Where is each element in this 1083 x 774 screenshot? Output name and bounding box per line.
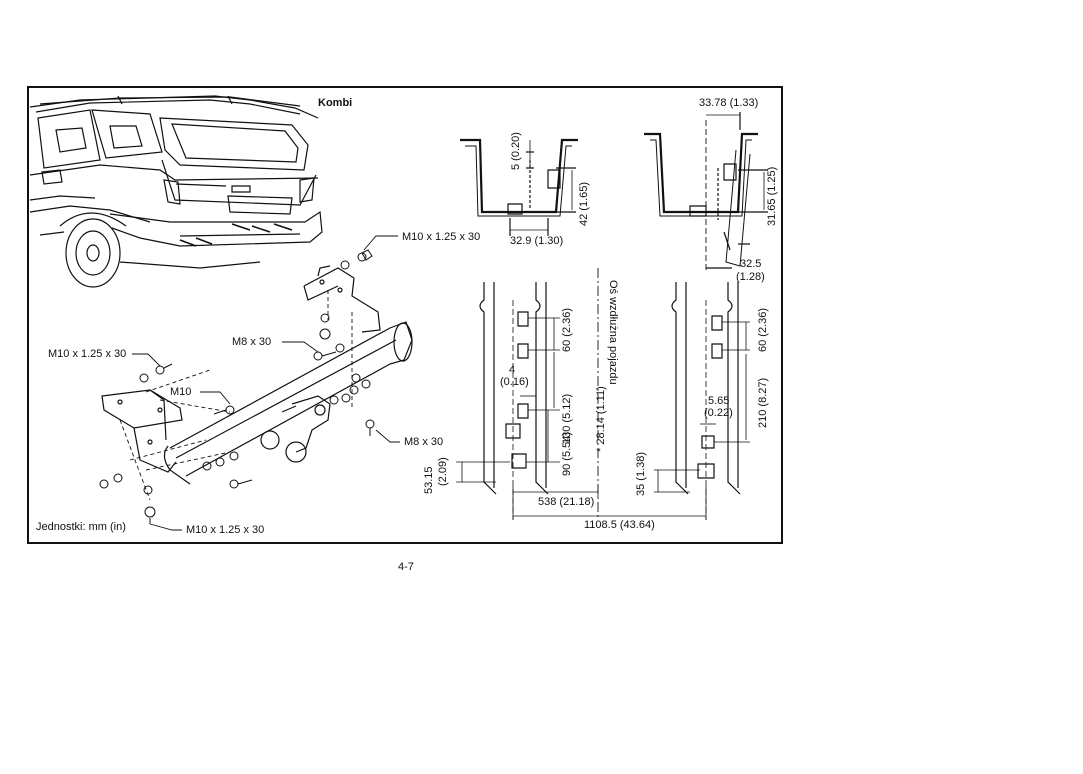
- dim-4: 4: [509, 364, 516, 376]
- bracket-profile-left: [460, 140, 578, 236]
- dim-32-9: 32.9 (1.30): [510, 235, 564, 247]
- bracket-profile-right: [644, 112, 768, 270]
- dim-42: 42 (1.65): [578, 181, 590, 226]
- dim-5: 5 (0.20): [510, 132, 522, 170]
- dim-33-78: 33.78 (1.33): [699, 97, 759, 109]
- dim-4-in: (0.16): [500, 376, 529, 388]
- dim-32-5: 32.5: [740, 258, 762, 270]
- dim-60-left: 60 (2.36): [561, 307, 573, 352]
- towbar-assembly: [100, 236, 412, 530]
- dim-90: 90 (5.54): [561, 431, 573, 476]
- bolt-label-lower-right: M8 x 30: [404, 436, 444, 448]
- dim-32-5-in: (1.28): [736, 271, 765, 283]
- car-illustration: [30, 96, 322, 287]
- dim-538: 538 (21.18): [538, 496, 595, 508]
- dim-210: 210 (8.27): [757, 377, 769, 428]
- frame-rails-left: [456, 282, 706, 520]
- nut-label: M10: [170, 386, 192, 398]
- frame-rails-right: [654, 282, 750, 520]
- page-number: 4-7: [398, 561, 414, 573]
- units-note: Jednostki: mm (in): [36, 521, 126, 533]
- bolt-label-top-right: M10 x 1.25 x 30: [402, 231, 481, 243]
- bolt-label-bottom: M10 x 1.25 x 30: [186, 524, 265, 536]
- vehicle-axis-label: Oś wzdłużna pojazdu: [607, 280, 619, 385]
- dim-53-15-in: (2.09): [437, 457, 449, 486]
- dim-5-65-in: (0.22): [704, 407, 733, 419]
- dim-28-14: * 28.14 (1.11): [595, 386, 607, 452]
- dim-1108-5: 1108.5 (43.64): [584, 519, 655, 531]
- bolt-label-left: M10 x 1.25 x 30: [48, 348, 127, 360]
- dim-31-65: 31.65 (1.25): [766, 166, 778, 226]
- view-title: Kombi: [318, 97, 353, 109]
- dim-35: 35 (1.38): [635, 451, 647, 496]
- dim-60-right: 60 (2.36): [757, 307, 769, 352]
- dim-5-65: 5.65: [708, 395, 730, 407]
- bolt-label-mid: M8 x 30: [232, 336, 272, 348]
- dim-53-15: 53.15: [423, 466, 435, 494]
